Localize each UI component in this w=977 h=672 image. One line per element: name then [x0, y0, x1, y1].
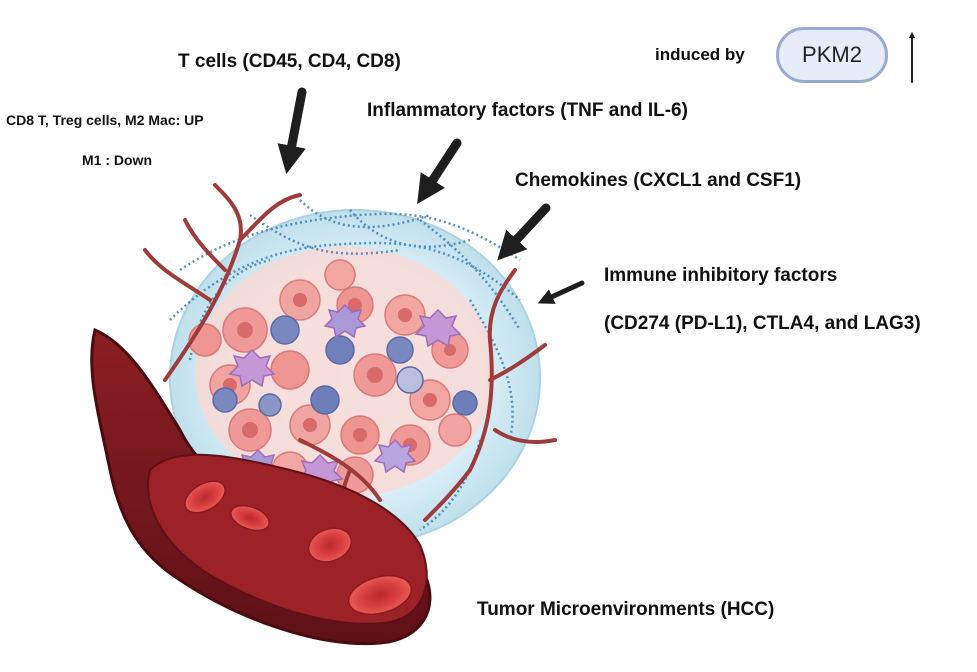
chemokines-label: Chemokines (CXCL1 and CSF1)	[515, 170, 802, 191]
t-cells-arrow	[277, 87, 307, 175]
cell-changes-down-label: M1 : Down	[82, 152, 152, 168]
cell-changes-up-label: CD8 T, Treg cells, M2 Mac: UP	[6, 112, 204, 128]
inflammatory-arrow	[417, 138, 462, 205]
immune-inhibitory-arrow	[537, 280, 585, 304]
induced-by-label: induced by	[655, 45, 745, 64]
immune-inhibitory-label: Immune inhibitory factors	[604, 265, 838, 286]
tumor-cell-nuclei	[223, 293, 456, 452]
t-cells-label: T cells (CD45, CD4, CD8)	[178, 51, 401, 72]
tumor-microenvironment-label: Tumor Microenvironments (HCC)	[477, 599, 775, 620]
pkm2-badge: PKM2	[776, 27, 888, 83]
immune-inhibitory-genes-label: (CD274 (PD-L1), CTLA4, and LAG3)	[604, 313, 921, 334]
arrows	[277, 31, 916, 304]
capillaries	[143, 183, 557, 547]
inflammatory-factors-label: Inflammatory factors (TNF and IL-6)	[367, 100, 688, 121]
red-blood-cells	[184, 480, 413, 616]
immune-cells	[212, 315, 478, 417]
chemokines-arrow	[497, 203, 551, 261]
